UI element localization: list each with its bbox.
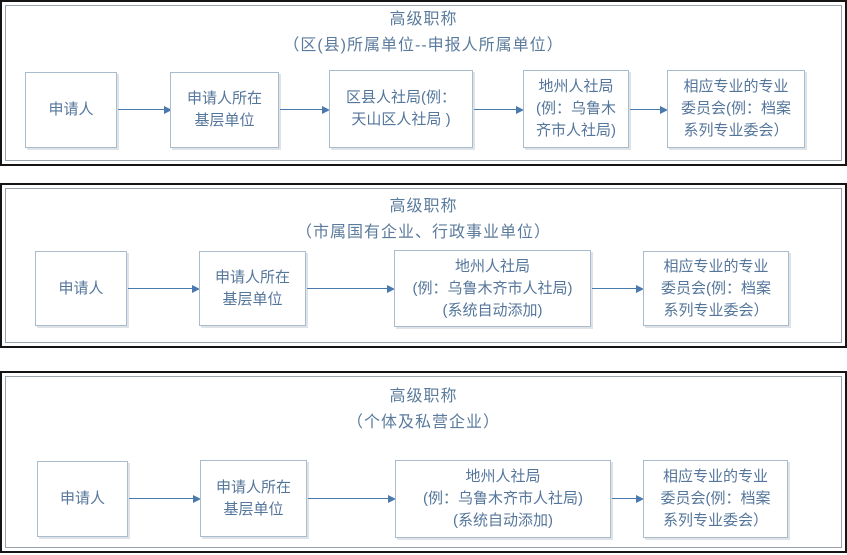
- flow-box-base-unit: 申请人所在 基层单位: [200, 460, 307, 537]
- flow-panel-municipal-units: 高级职称 （市属国有企业、行政事业单位） 申请人 申请人所在 基层单位 地州人社…: [0, 183, 847, 348]
- flow-box-professional-committee: 相应专业的专业 委员会(例：档案 系列专业委会）: [667, 70, 805, 148]
- flow-box-applicant: 申请人: [25, 72, 117, 148]
- flow-arrow-right: [592, 285, 644, 293]
- flow-panel-district-units: 高级职称 （区(县)所属单位--申报人所属单位） 申请人 申请人所在 基层单位 …: [0, 0, 847, 166]
- flow-arrow-right: [280, 106, 330, 114]
- flow-panel-private-enterprises: 高级职称 （个体及私营企业） 申请人 申请人所在 基层单位 地州人社局 (例：乌…: [0, 371, 847, 553]
- flow-arrow-right: [307, 285, 395, 293]
- flow-box-applicant: 申请人: [35, 251, 127, 326]
- flow-box-base-unit: 申请人所在 基层单位: [170, 72, 279, 148]
- panel-subtitle: （市属国有企业、行政事业单位）: [295, 224, 551, 241]
- panel-title: 高级职称: [389, 11, 458, 28]
- flow-box-district-hr-bureau: 区县人社局(例： 天山区人社局 ): [329, 70, 473, 148]
- flow-box-professional-committee: 相应专业的专业 委员会(例：档案 系列专业委会）: [643, 251, 789, 326]
- flow-box-base-unit: 申请人所在 基层单位: [199, 251, 306, 326]
- flow-box-applicant: 申请人: [37, 461, 128, 537]
- flow-arrow-right: [612, 495, 644, 503]
- flow-box-professional-committee: 相应专业的专业 委员会(例：档案 系列专业委会）: [643, 460, 788, 538]
- flow-arrow-right: [474, 106, 524, 114]
- flow-box-prefecture-hr-bureau: 地州人社局 (例：乌鲁木齐市人社局) (系统自动添加): [395, 460, 611, 538]
- panel-title-block: 高级职称 （个体及私营企业）: [2, 384, 845, 436]
- panel-subtitle: （个体及私营企业）: [346, 414, 500, 431]
- panel-title: 高级职称: [389, 198, 458, 215]
- flow-arrow-right: [129, 495, 201, 503]
- flow-arrow-right: [308, 495, 396, 503]
- panel-title-block: 高级职称 （市属国有企业、行政事业单位）: [2, 194, 845, 246]
- flow-arrow-right: [128, 285, 200, 293]
- flow-box-prefecture-hr-bureau: 地州人社局 (例：乌鲁木 齐市人社局): [523, 70, 629, 148]
- flow-arrow-right: [630, 106, 668, 114]
- panel-title-block: 高级职称 （区(县)所属单位--申报人所属单位）: [2, 7, 845, 59]
- flow-box-prefecture-hr-bureau: 地州人社局 (例：乌鲁木齐市人社局) (系统自动添加): [394, 250, 591, 327]
- panel-title: 高级职称: [389, 388, 458, 405]
- flow-arrow-right: [118, 106, 172, 114]
- panel-subtitle: （区(县)所属单位--申报人所属单位）: [283, 37, 564, 54]
